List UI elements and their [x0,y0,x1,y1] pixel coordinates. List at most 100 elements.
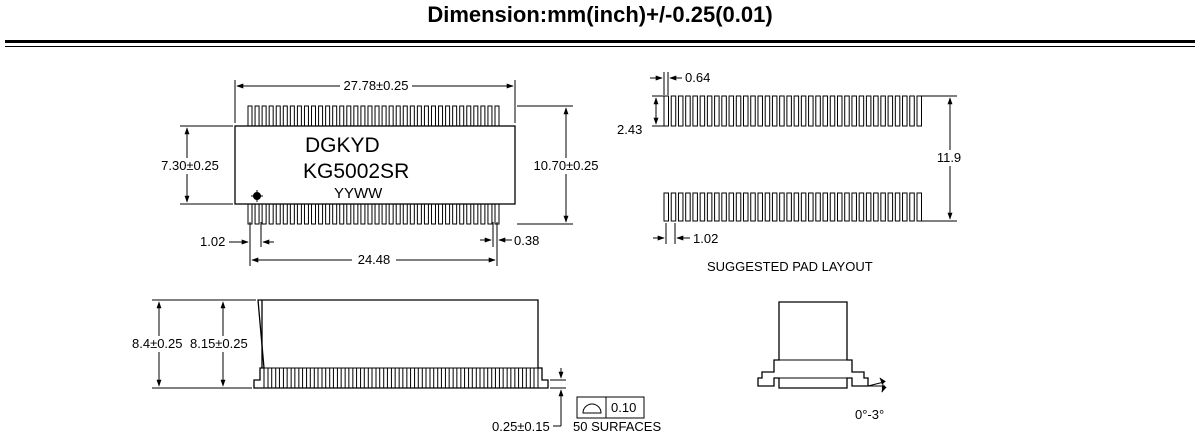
top-view: DGKYD KG5002SR YYWW 27.78±0.25 7.30±0.25… [155,78,604,267]
pin-lead [247,105,253,127]
side-lead [402,367,408,389]
side-leads [263,367,539,389]
pad-layout-caption: SUGGESTED PAD LAYOUT [707,259,873,274]
pin-lead [332,203,338,225]
side-lead [502,367,508,389]
pin-lead [346,105,352,127]
pad [880,192,886,222]
pin1-mark [251,190,263,202]
side-lead [371,367,377,389]
pads-upper [663,95,922,127]
pin-lead [311,105,317,127]
pad [663,192,669,222]
side-lead [278,367,284,389]
pad [815,95,821,127]
pin-lead [445,203,451,225]
pad [836,192,843,222]
pin-lead [487,105,493,127]
side-lead [433,367,439,389]
pad [793,192,800,222]
dim-lead-width: 0.38 [514,233,539,248]
pad [865,192,872,222]
pad [728,192,735,222]
pad [829,192,836,222]
pin-lead [275,203,281,225]
pin-lead [346,203,352,225]
end-view: 0°-3° [757,301,887,422]
pad [800,192,807,222]
flatness-frame [576,396,645,419]
pad [786,95,792,127]
pads-lower [663,192,922,222]
title-rule-thick [5,40,1195,43]
pin-lead [480,105,486,127]
pad [851,192,857,222]
pin-lead [388,105,394,127]
side-lead [479,367,485,389]
page-title: Dimension:mm(inch)+/-0.25(0.01) [427,2,773,27]
pin-lead [402,105,408,127]
pad [735,192,742,222]
marking-line3: YYWW [334,185,383,202]
pin-lead [303,203,309,225]
side-lead [271,367,277,389]
pad [728,95,735,127]
pin-lead [282,105,288,127]
pad [677,192,684,222]
pin-lead [367,105,373,127]
pin-lead [438,105,444,127]
profile-surface-icon [582,403,602,414]
pad [887,95,894,127]
pad [887,192,894,222]
side-lead [309,367,315,389]
angle-arc [879,377,887,393]
pad [909,192,915,222]
pin-lead [388,203,394,225]
pin-lead [289,203,295,225]
side-lead [325,367,331,389]
pin-lead [395,105,401,127]
pin-lead [296,203,302,225]
dim-pad-width: 0.64 [685,70,710,85]
dim-pin-offset: 1.02 [200,234,225,249]
pin-lead [381,203,387,225]
dim-row-span: 11.9 [937,150,961,165]
pad [909,95,915,127]
pad [916,192,922,222]
pin-lead [254,203,260,225]
pin-lead [247,203,253,225]
pin-lead [409,203,415,225]
pad [836,95,843,127]
pad [844,192,850,222]
side-lead [340,367,346,389]
pin-lead [325,203,331,225]
pin-lead [261,203,267,225]
pad [894,95,901,127]
dim-span: 10.70±0.25 [534,158,599,173]
side-lead [379,367,385,389]
pin-lead [459,105,465,127]
side-lead [332,367,338,389]
pin-lead [318,203,324,225]
dim-body-height: 8.15±0.25 [190,336,248,351]
dim-pitch: 1.02 [693,231,718,246]
pin-lead [430,203,436,225]
side-lead [386,367,392,389]
pin-lead [473,203,479,225]
pin-lead [423,105,429,127]
pin-lead [296,105,302,127]
dim-body-width: 7.30±0.25 [161,158,219,173]
side-lead [286,367,292,389]
pad [685,95,691,127]
dim-standoff: 0.25±0.15 [492,419,550,434]
side-lead [510,367,516,389]
side-lead [356,367,362,389]
pad [865,95,872,127]
side-lead [394,367,400,389]
pad [829,95,836,127]
pad [822,192,829,222]
pad [793,95,800,127]
pad [677,95,684,127]
marking-line2: KG5002SR [303,160,409,183]
flatness-value: 0.10 [611,400,636,415]
